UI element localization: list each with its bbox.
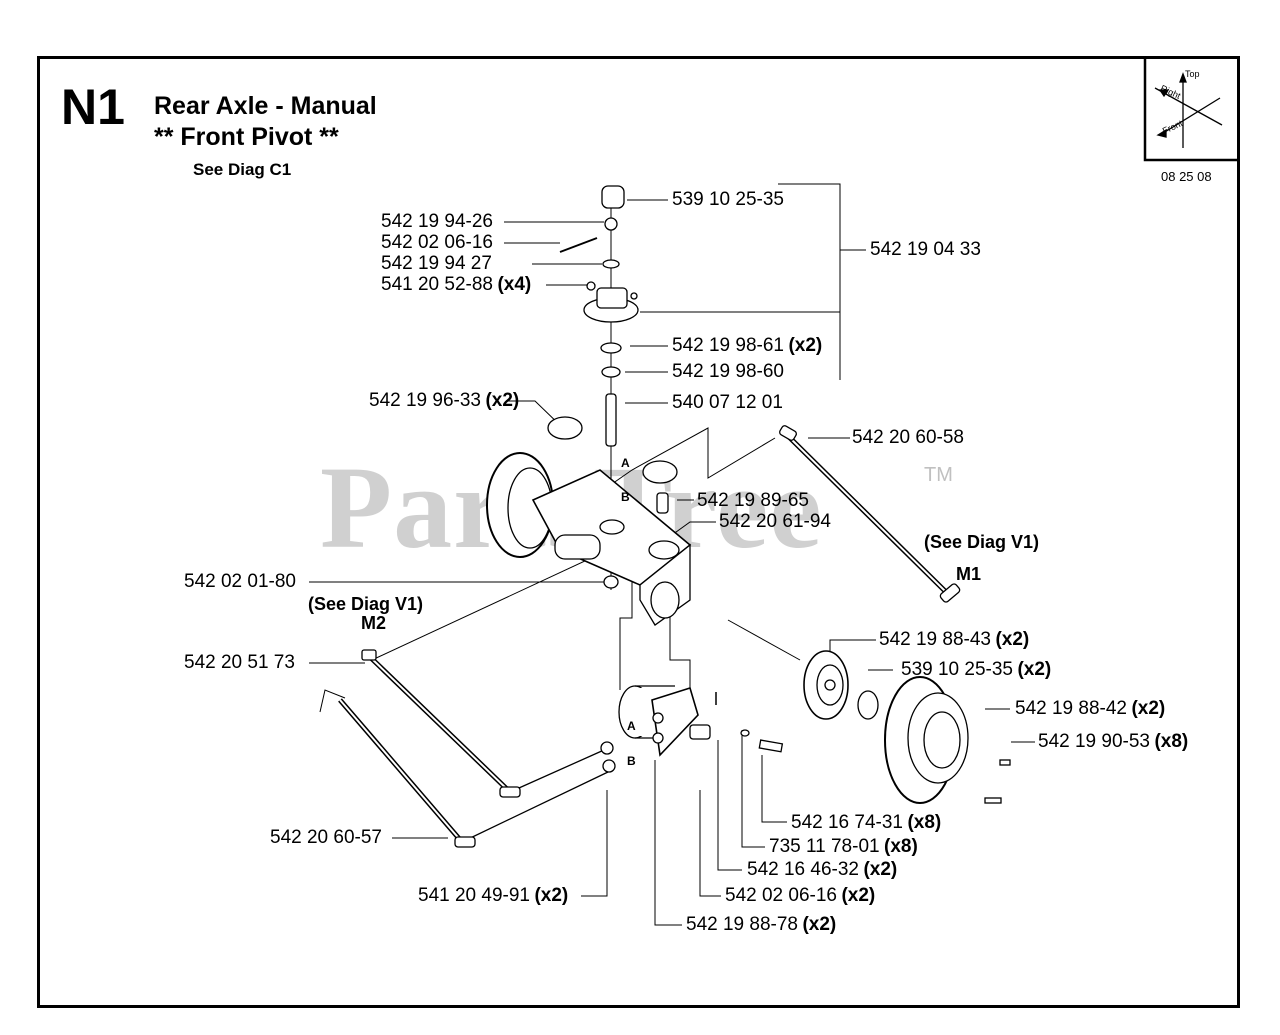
- part-label[interactable]: 542 02 01-80: [184, 571, 296, 592]
- part-label[interactable]: 542 16 74-31 (x8): [791, 812, 942, 833]
- part-label[interactable]: 542 19 88-43 (x2): [879, 629, 1030, 650]
- part-label[interactable]: 541 20 49-91 (x2): [418, 885, 569, 906]
- part-label[interactable]: 540 07 12 01: [672, 392, 783, 413]
- part-label[interactable]: 542 19 89-65: [697, 490, 809, 511]
- port-a-label: A: [627, 719, 636, 733]
- part-label[interactable]: 542 02 06-16 (x2): [725, 885, 876, 906]
- part-label[interactable]: 542 19 94-26: [381, 211, 493, 232]
- orientation-box: [1143, 58, 1237, 162]
- part-label[interactable]: 542 19 98-60: [672, 361, 784, 382]
- diagram-frame: [37, 56, 1240, 1008]
- orientation-top-label: Top: [1185, 69, 1200, 79]
- part-label[interactable]: 542 20 60-57: [270, 827, 382, 848]
- part-label[interactable]: 542 02 06-16: [381, 232, 493, 253]
- leader-lines: [309, 183, 1035, 926]
- part-label[interactable]: 542 19 96-33 (x2): [369, 390, 520, 411]
- part-label[interactable]: 542 19 88-78 (x2): [686, 914, 837, 935]
- part-label[interactable]: 542 19 90-53 (x8): [1038, 731, 1189, 752]
- connection-m2: M2: [361, 613, 387, 633]
- spindle-stack: [559, 185, 639, 590]
- see-diag-c1-link[interactable]: See Diag C1: [193, 160, 292, 179]
- port-a-label: A: [621, 456, 630, 470]
- section-code: N1: [61, 79, 125, 135]
- part-label[interactable]: 542 20 60-58: [852, 427, 964, 448]
- part-label[interactable]: 542 16 46-32 (x2): [747, 859, 898, 880]
- wheel: [884, 676, 1011, 804]
- hydraulic-hoses-left: [338, 649, 616, 848]
- part-label[interactable]: 542 19 04 33: [870, 239, 981, 260]
- hydraulic-motor: [618, 685, 784, 757]
- page-subtitle: ** Front Pivot **: [154, 123, 339, 151]
- part-label[interactable]: 539 10 25-35: [672, 189, 784, 210]
- port-b-label: B: [621, 490, 630, 504]
- see-diag-v1-link[interactable]: (See Diag V1): [924, 532, 1040, 552]
- axle-caps: [547, 416, 678, 514]
- part-label[interactable]: 539 10 25-35 (x2): [901, 659, 1052, 680]
- part-label[interactable]: 542 19 88-42 (x2): [1015, 698, 1166, 719]
- hydraulic-hose-right: [779, 425, 961, 603]
- watermark-tm: TM: [924, 464, 953, 486]
- page-title: Rear Axle - Manual: [154, 92, 377, 120]
- part-label[interactable]: 542 19 98-61 (x2): [672, 335, 823, 356]
- part-label[interactable]: 541 20 52-88 (x4): [381, 274, 532, 295]
- part-label[interactable]: 542 20 51 73: [184, 652, 295, 673]
- connection-m1: M1: [956, 564, 982, 584]
- see-diag-v1-link[interactable]: (See Diag V1): [308, 594, 424, 614]
- part-label[interactable]: 542 20 61-94: [719, 511, 831, 532]
- part-label[interactable]: 542 19 94 27: [381, 253, 492, 274]
- axle-housing: [486, 452, 692, 626]
- revision-date: 08 25 08: [1161, 169, 1212, 184]
- port-b-label: B: [627, 754, 636, 768]
- part-label[interactable]: 735 11 78-01 (x8): [769, 836, 918, 857]
- wheel-hub: [803, 650, 879, 720]
